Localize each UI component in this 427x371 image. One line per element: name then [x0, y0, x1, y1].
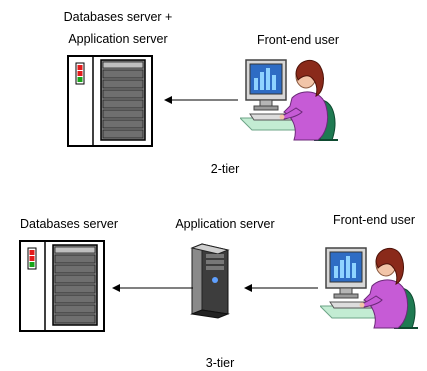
- db-app-server-label-line1: Databases server +: [63, 10, 173, 24]
- user-at-computer-icon-top: [240, 59, 339, 141]
- frontend-user-label-bottom: Front-end user: [333, 213, 415, 227]
- three-tier-caption: 3-tier: [205, 356, 235, 370]
- server-rack-icon-top: [67, 55, 153, 147]
- user-at-computer-icon-bottom: [320, 247, 419, 329]
- db-app-server-label-line2: Application server: [68, 32, 168, 46]
- db-server-label: Databases server: [20, 217, 118, 231]
- arrow-left-icon-app-to-db: [112, 284, 193, 292]
- arrow-left-icon-top: [164, 96, 238, 104]
- arrow-left-icon-user-to-app: [244, 284, 318, 292]
- server-rack-icon-bottom: [19, 240, 105, 332]
- frontend-user-label-top: Front-end user: [257, 33, 339, 47]
- two-tier-caption: 2-tier: [210, 162, 240, 176]
- app-server-label: Application server: [175, 217, 275, 231]
- tower-server-icon: [191, 243, 229, 319]
